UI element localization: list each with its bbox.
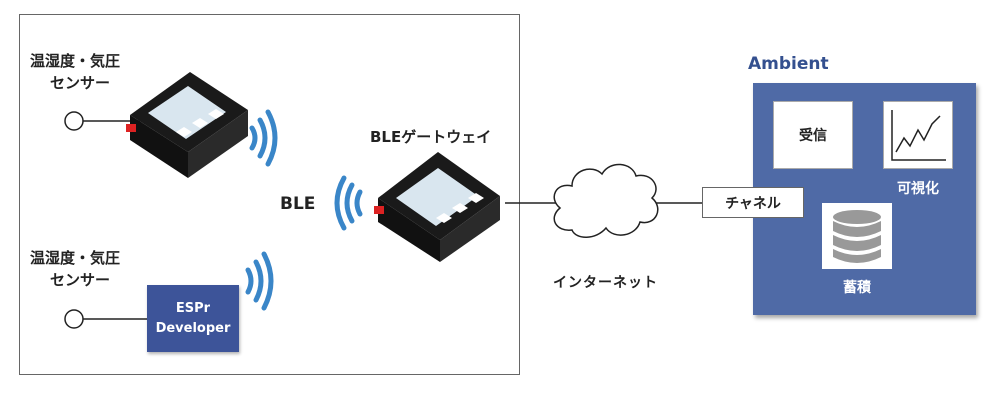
wireless-wave-icon-3 (245, 251, 274, 311)
ambient-title: Ambient (748, 54, 829, 74)
sensor-label-line1: 温湿度・気圧 (30, 52, 121, 70)
wireless-wave-icon-1 (249, 109, 278, 167)
internet-label: インターネット (553, 275, 658, 291)
espr-line2: Developer (155, 320, 231, 336)
internet-cloud-icon (553, 163, 659, 238)
sensor-label-line2: センサー (50, 74, 111, 92)
sensor-label-line2: センサー (50, 271, 111, 289)
sensor-label-2: 温湿度・気圧 センサー (30, 247, 120, 291)
sensor-label-line1: 温湿度・気圧 (30, 249, 121, 267)
sensor-node-2 (64, 309, 147, 329)
store-panel (822, 203, 892, 269)
channel-label: チャネル (725, 195, 781, 212)
sensor-label-1: 温湿度・気圧 センサー (30, 50, 120, 94)
ble-label: BLE (280, 194, 316, 214)
receive-panel: 受信 (773, 101, 853, 169)
gateway-label: BLEゲートウェイ (370, 128, 492, 146)
visualize-panel (883, 101, 953, 169)
m5stack-sensor-device (126, 72, 248, 178)
store-label: 蓄積 (843, 280, 871, 296)
visualize-label: 可視化 (897, 181, 939, 197)
receive-label: 受信 (799, 128, 827, 144)
espr-line1: ESPr (175, 300, 211, 316)
line-chart-icon (891, 110, 946, 161)
wireless-wave-icon-2 (334, 175, 363, 231)
m5stack-gateway-device (374, 152, 500, 262)
database-icon (833, 210, 881, 263)
channel-box: チャネル (702, 187, 804, 218)
espr-developer-box: ESPr Developer (147, 285, 239, 352)
